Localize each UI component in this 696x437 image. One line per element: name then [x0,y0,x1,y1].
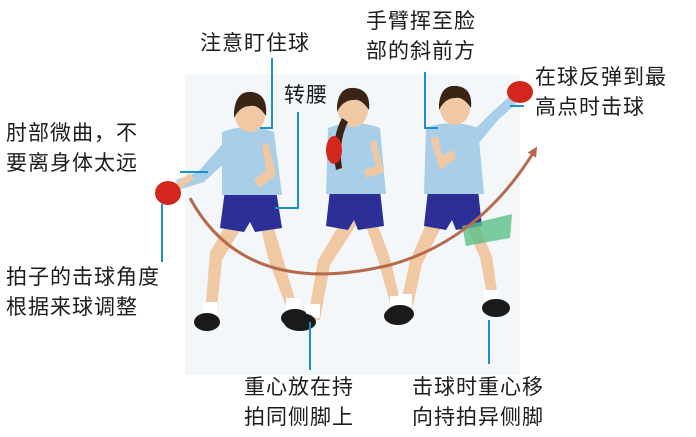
label-arm-swing: 手臂挥至脸 部的斜前方 [366,6,476,66]
label-weight-shift: 击球时重心移 向持拍异侧脚 [412,372,544,432]
label-elbow-line-2: 要离身体太远 [6,151,138,175]
player-figure-1 [155,91,309,331]
paddle-2 [326,136,342,164]
label-elbow: 肘部微曲，不 要离身体太远 [6,118,138,178]
label-weight-shift-line-1: 击球时重心移 [412,375,544,399]
paddle-3 [507,81,533,103]
label-weight-same-side-line-2: 拍同侧脚上 [244,405,354,429]
label-paddle-angle: 拍子的击球角度 根据来球调整 [6,262,160,322]
label-elbow-line-1: 肘部微曲，不 [6,121,138,145]
paddle-1 [155,181,181,205]
label-turn-waist-line-1: 转腰 [284,83,328,107]
label-weight-same-side-line-1: 重心放在持 [244,375,354,399]
label-turn-waist: 转腰 [284,80,328,110]
label-watch-ball: 注意盯住球 [200,28,310,58]
label-weight-shift-line-2: 向持拍异侧脚 [412,405,544,429]
label-hit-point-line-1: 在球反弹到最 [535,65,667,89]
label-hit-point-line-2: 高点时击球 [535,95,645,119]
player-figure-3 [386,81,533,323]
label-weight-same-side: 重心放在持 拍同侧脚上 [244,372,354,432]
player-figure-2 [284,87,412,331]
label-paddle-angle-line-2: 根据来球调整 [6,295,138,319]
label-arm-swing-line-2: 部的斜前方 [366,39,476,63]
swing-arc-arrow [188,146,538,276]
label-hit-point: 在球反弹到最 高点时击球 [535,62,667,122]
label-arm-swing-line-1: 手臂挥至脸 [366,9,476,33]
callout-lines [161,58,524,370]
label-watch-ball-line-1: 注意盯住球 [200,31,310,55]
label-paddle-angle-line-1: 拍子的击球角度 [6,265,160,289]
table-net [462,214,512,246]
